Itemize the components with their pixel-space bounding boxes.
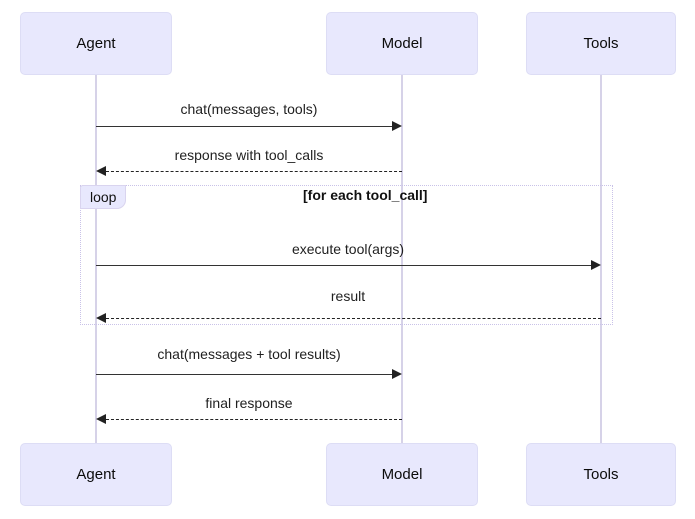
participant-label-model-bottom: Model [381, 466, 423, 483]
lifeline-tools [600, 75, 602, 443]
message-line-result [106, 318, 601, 319]
arrowhead-right-icon-m1 [392, 121, 402, 131]
lifeline-agent [95, 75, 97, 443]
arrowhead-left-icon-m6 [96, 414, 106, 424]
message-line-chat-messages-tools [96, 126, 393, 127]
message-label-response-with-tool-calls: response with tool_calls [174, 147, 324, 163]
fragment-loop-condition: [for each tool_call] [303, 187, 428, 203]
fragment-loop-label: loop [90, 189, 117, 205]
message-label-chat-messages-tools: chat(messages, tools) [180, 101, 318, 117]
arrowhead-right-icon-m3 [591, 260, 601, 270]
message-line-chat-messages-tool-results [96, 374, 393, 375]
participant-label-agent-bottom: Agent [76, 466, 116, 483]
fragment-loop: loop [for each tool_call] [80, 185, 613, 325]
fragment-loop-tab: loop [80, 185, 127, 209]
participant-box-tools-bottom[interactable]: Tools [526, 443, 676, 506]
participant-label-tools-bottom: Tools [583, 466, 619, 483]
message-label-execute-tool-args: execute tool(args) [291, 241, 405, 257]
participant-label-agent-top: Agent [76, 35, 116, 52]
participant-box-model-bottom[interactable]: Model [326, 443, 478, 506]
participant-label-tools-top: Tools [583, 35, 619, 52]
message-line-final-response [106, 419, 402, 420]
arrowhead-left-icon-m2 [96, 166, 106, 176]
participant-box-tools-top[interactable]: Tools [526, 12, 676, 75]
message-line-execute-tool-args [96, 265, 592, 266]
message-label-result: result [330, 288, 366, 304]
message-label-chat-messages-tool-results: chat(messages + tool results) [157, 346, 341, 362]
participant-label-model-top: Model [381, 35, 423, 52]
arrowhead-left-icon-m4 [96, 313, 106, 323]
participant-box-model-top[interactable]: Model [326, 12, 478, 75]
participant-box-agent-top[interactable]: Agent [20, 12, 172, 75]
lifeline-model [401, 75, 403, 443]
message-label-final-response: final response [205, 395, 293, 411]
participant-box-agent-bottom[interactable]: Agent [20, 443, 172, 506]
arrowhead-right-icon-m5 [392, 369, 402, 379]
message-line-response-with-tool-calls [106, 171, 402, 172]
